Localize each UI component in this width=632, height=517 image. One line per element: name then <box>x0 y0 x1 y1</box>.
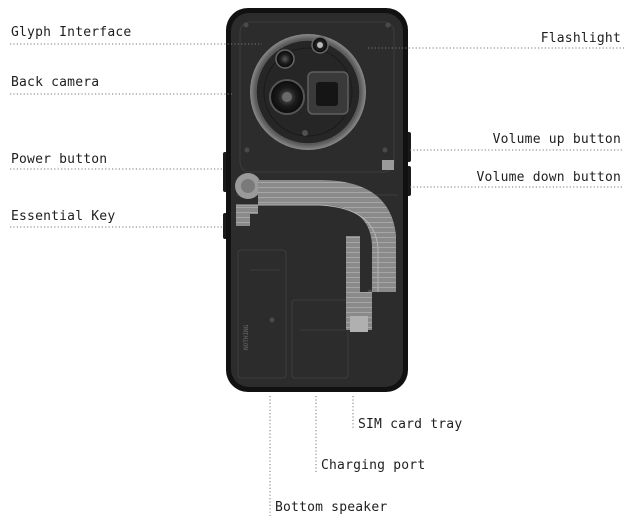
label-flashlight: Flashlight <box>540 31 621 46</box>
leader-lines <box>10 43 624 516</box>
flex-cable <box>235 173 396 332</box>
label-power-button: Power button <box>11 152 108 167</box>
camera-module <box>250 34 366 150</box>
label-essential-key: Essential Key <box>11 209 116 224</box>
label-charging-port: Charging port <box>321 458 426 473</box>
label-bottom-speaker: Bottom speaker <box>275 500 388 515</box>
label-back-camera: Back camera <box>11 75 100 90</box>
label-volume-up: Volume up button <box>492 132 621 147</box>
label-sim-tray: SIM card tray <box>358 417 463 432</box>
phone-brand-mark: NOTHING <box>243 324 250 350</box>
screws <box>243 22 391 323</box>
label-glyph-interface: Glyph Interface <box>11 25 132 40</box>
label-volume-down: Volume down button <box>476 170 621 185</box>
